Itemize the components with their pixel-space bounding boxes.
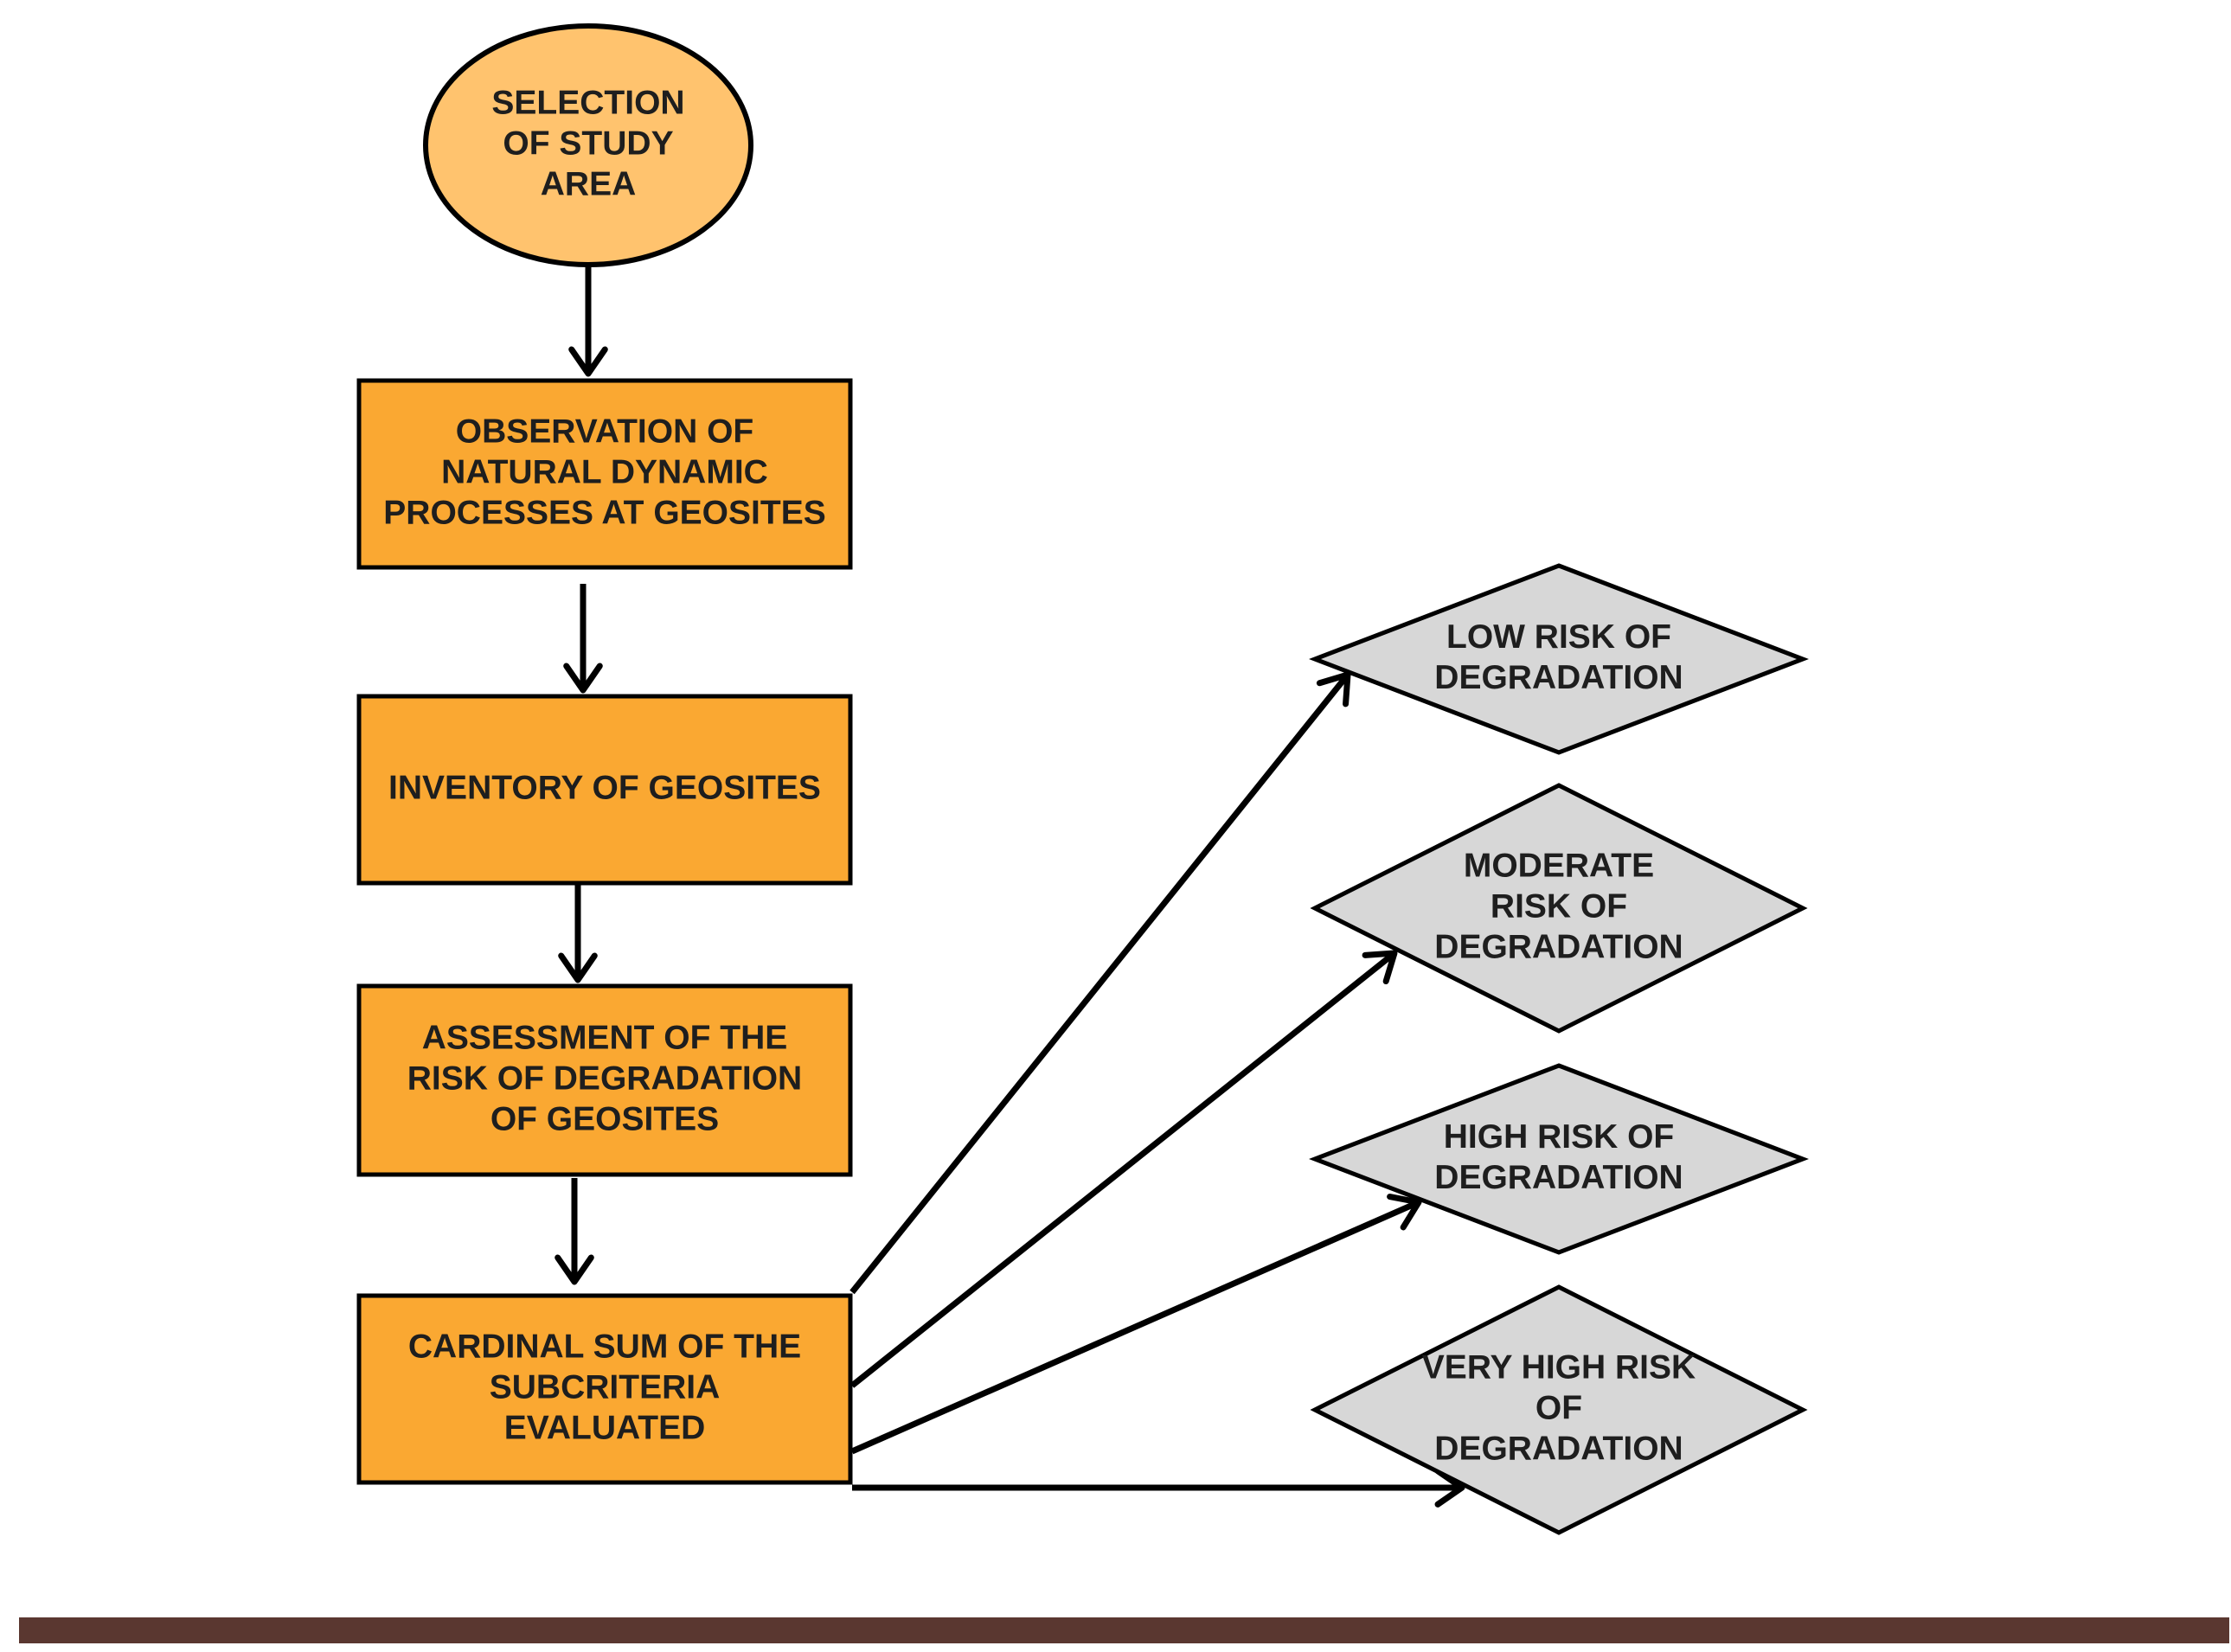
process-step-label-line: INVENTORY OF GEOSITES bbox=[388, 769, 821, 806]
arrowhead bbox=[1316, 671, 1351, 708]
start-label-line: SELECTION bbox=[491, 84, 684, 121]
start-ellipse bbox=[423, 23, 753, 267]
process-step-label-line: OBSERVATION OF bbox=[456, 413, 754, 450]
outcome-label-line: LOW RISK OF bbox=[1446, 618, 1671, 656]
start-label-line: OF STUDY bbox=[503, 125, 673, 162]
process-step-label-line: RISK OF DEGRADATION bbox=[407, 1060, 802, 1097]
process-step-label-line: PROCESSES AT GEOSITES bbox=[383, 494, 825, 531]
outcome-label-line: DEGRADATION bbox=[1434, 928, 1683, 965]
process-box bbox=[356, 694, 853, 886]
process-box bbox=[356, 1293, 853, 1485]
outcome-diamond bbox=[1310, 1284, 1808, 1535]
outcome-diamond bbox=[1310, 783, 1808, 1034]
arrow-cardinal-sum-to-high-risk bbox=[850, 1194, 1422, 1455]
process-step-label-line: NATURAL DYNAMIC bbox=[441, 453, 768, 490]
process-step-label-line: ASSESSMENT OF THE bbox=[422, 1019, 788, 1056]
outcome-diamond bbox=[1309, 563, 1809, 755]
outcome-label-line: HIGH RISK OF bbox=[1444, 1118, 1675, 1156]
arrow-observation-to-inventory bbox=[563, 584, 603, 694]
arrowhead bbox=[1387, 1194, 1422, 1231]
outcome-label-line: MODERATE bbox=[1464, 847, 1654, 884]
process-step-label-line: EVALUATED bbox=[504, 1409, 706, 1446]
process-step-label-line: CARDINAL SUM OF THE bbox=[408, 1328, 801, 1365]
arrowhead bbox=[1362, 950, 1398, 985]
outcome-label-line: OF bbox=[1535, 1389, 1582, 1426]
arrowhead bbox=[558, 952, 598, 983]
outcome-label-line: DEGRADATION bbox=[1434, 1430, 1683, 1467]
arrow-start-to-observation bbox=[568, 265, 608, 377]
outcome-diamond bbox=[1309, 1063, 1809, 1255]
arrow-cardinal-sum-to-very-high-risk bbox=[852, 1468, 1465, 1508]
start-label-line: AREA bbox=[541, 165, 637, 202]
arrowhead bbox=[555, 1254, 594, 1285]
arrowhead bbox=[568, 346, 608, 377]
outcome-label-line: RISK OF bbox=[1491, 887, 1627, 925]
arrow-cardinal-sum-to-low-risk bbox=[849, 671, 1351, 1295]
arrowhead bbox=[563, 663, 603, 694]
arrow-inventory-to-assessment bbox=[558, 885, 598, 983]
arrow-cardinal-sum-to-moderate-risk bbox=[849, 950, 1398, 1388]
connectors bbox=[555, 265, 1465, 1508]
process-step-inventory: INVENTORY OF GEOSITES bbox=[356, 694, 853, 886]
process-box bbox=[356, 378, 853, 570]
outcome-label-line: VERY HIGH RISK bbox=[1422, 1348, 1696, 1386]
process-box bbox=[356, 983, 853, 1177]
outcome-label-line: DEGRADATION bbox=[1434, 1159, 1683, 1196]
footer-bar bbox=[19, 1617, 2229, 1643]
outcome-label-line: DEGRADATION bbox=[1434, 659, 1683, 696]
process-step-label-line: OF GEOSITES bbox=[490, 1100, 719, 1137]
arrow-assessment-to-cardinal-sum bbox=[555, 1178, 594, 1285]
process-step-label-line: SUBCRITERIA bbox=[490, 1368, 721, 1405]
